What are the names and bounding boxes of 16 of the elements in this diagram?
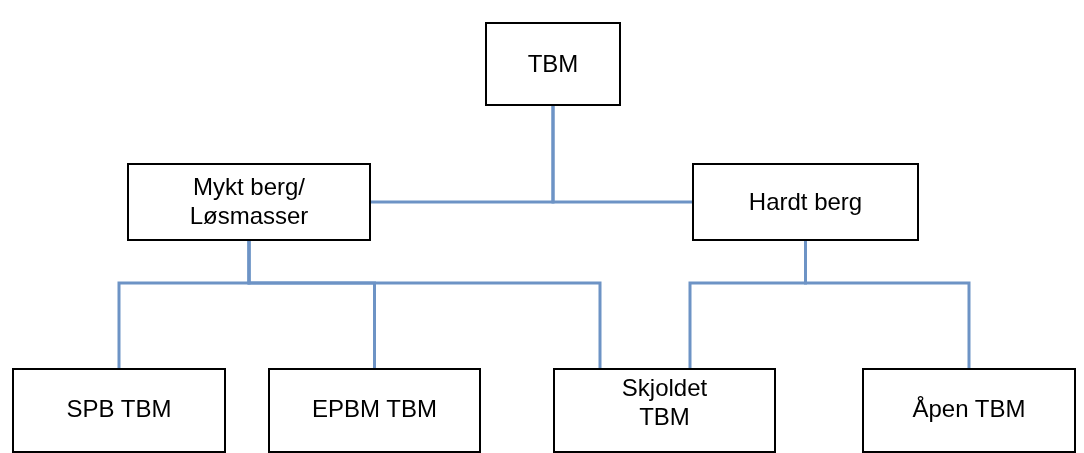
org-box <box>862 368 1076 453</box>
org-box <box>692 163 919 241</box>
box-label: SPB TBM <box>66 395 172 424</box>
org-box <box>553 368 776 453</box>
connector-line <box>247 241 602 368</box>
connector-line <box>551 106 692 204</box>
box-label: EPBM TBM <box>312 395 437 424</box>
box-label: Mykt berg/ Løsmasser <box>188 173 310 231</box>
box-label: Hardt berg <box>748 187 863 217</box>
box-label: Åpen TBM <box>912 395 1026 424</box>
org-box <box>12 368 226 453</box>
org-box <box>127 163 371 241</box>
org-box <box>268 368 481 453</box>
org-box <box>485 22 621 106</box>
box-label: Skjoldet TBM <box>620 374 709 432</box>
box-label: TBM <box>527 49 579 79</box>
